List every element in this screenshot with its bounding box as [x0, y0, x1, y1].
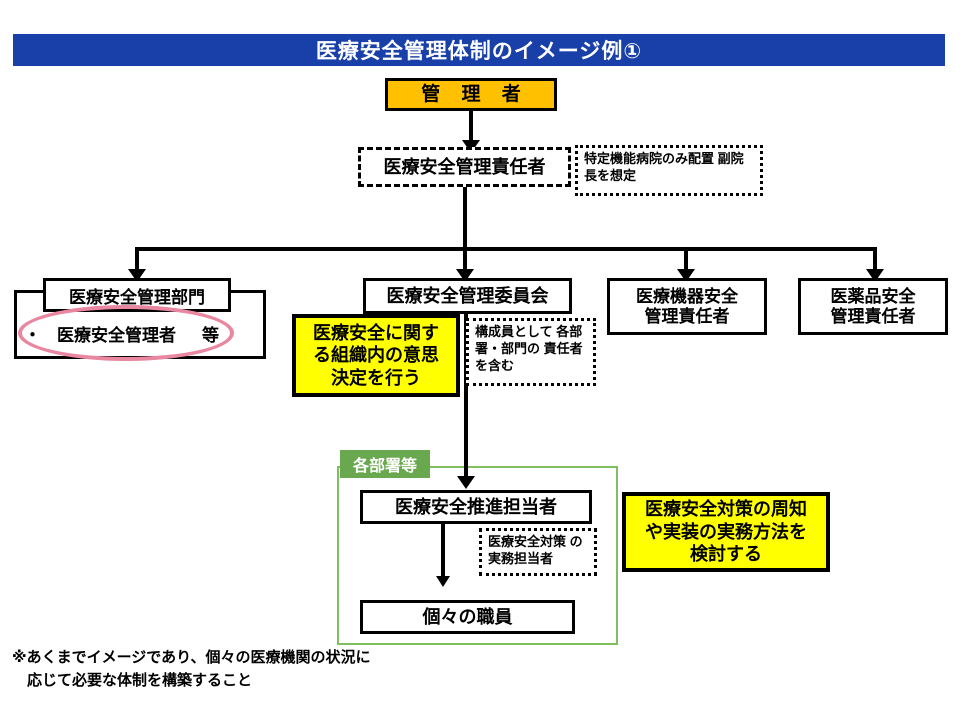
group-departments-frame: [337, 466, 618, 645]
connector-branch-drug: [873, 247, 877, 273]
connector-bus-horizontal: [137, 247, 877, 251]
bullet-marker: ・: [24, 325, 41, 345]
node-safety-director: 医療安全管理責任者: [358, 147, 571, 187]
arrowhead-staff: [436, 576, 450, 587]
safety-manager-suffix: 等: [202, 325, 219, 345]
connector-director-down: [463, 187, 467, 250]
node-safety-promoter: 医療安全推進担当者: [360, 490, 592, 524]
group-departments-tab: 各部署等: [340, 450, 430, 478]
device-manager-line2: 管理責任者: [644, 306, 730, 326]
connector-branch-dept: [135, 247, 139, 273]
connector-branch-committee: [463, 247, 467, 273]
node-administrator: 管 理 者: [385, 78, 557, 111]
connector-branch-device: [684, 247, 688, 273]
node-safety-committee: 医療安全管理委員会: [363, 278, 572, 314]
callout-committee: 医療安全に関す る組織内の意思 決定を行う: [292, 314, 460, 397]
drug-manager-line1: 医薬品安全: [830, 286, 916, 306]
safety-department-member-row: ・ 医療安全管理者 等: [24, 318, 254, 348]
node-individual-staff: 個々の職員: [360, 600, 575, 634]
node-drug-safety-manager: 医薬品安全 管理責任者: [798, 278, 948, 335]
connector-promoter-to-staff: [441, 524, 445, 580]
node-device-safety-manager: 医療機器安全 管理責任者: [607, 278, 767, 335]
device-manager-line1: 医療機器安全: [636, 286, 738, 306]
connector-administrator-to-director: [469, 111, 473, 143]
note-director: 特定機能病院のみ配置 副院長を想定: [575, 145, 763, 196]
node-safety-department-header: 医療安全管理部門: [43, 278, 231, 312]
footnote: ※あくまでイメージであり、個々の医療機関の状況に 応じて必要な体制を構築すること: [12, 649, 371, 690]
connector-committee-to-promoter: [464, 314, 468, 481]
note-promoter: 医療安全対策 の実務担当者: [479, 528, 597, 576]
note-committee: 構成員として 各部署・部門の 責任者を含む: [466, 318, 596, 386]
callout-promoter: 医療安全対策の周知 や実装の実務方法を 検討する: [622, 492, 830, 572]
arrowhead-promoter: [457, 476, 475, 489]
safety-manager-label: 医療安全管理者: [57, 325, 176, 345]
page-title: 医療安全管理体制のイメージ例①: [13, 34, 945, 66]
drug-manager-line2: 管理責任者: [830, 306, 916, 326]
